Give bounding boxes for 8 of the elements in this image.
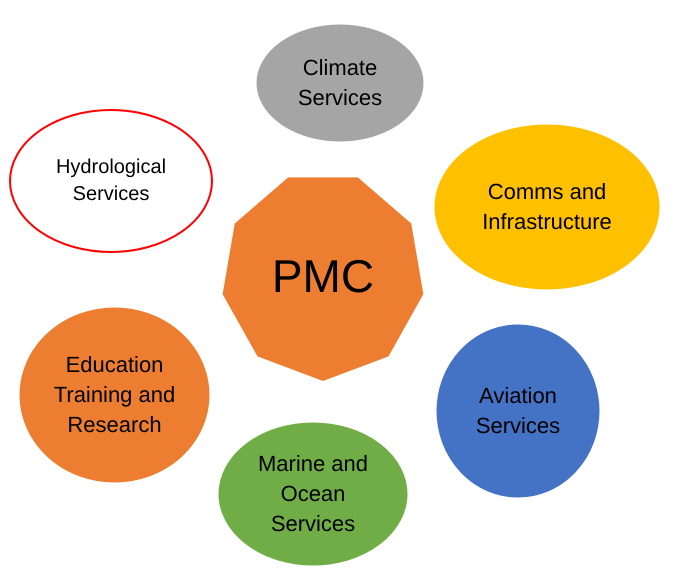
- node-label: Comms and Infrastructure: [481, 178, 613, 236]
- service-ellipse: [8, 108, 214, 254]
- node-label: Hydrological Services: [54, 155, 168, 207]
- node-label: PMC: [272, 248, 374, 304]
- node-label: Climate Services: [296, 54, 384, 112]
- node-label: Aviation Services: [474, 382, 562, 440]
- node-label: Marine and Ocean Services: [256, 450, 370, 538]
- node-label: Education Training and Research: [52, 351, 176, 439]
